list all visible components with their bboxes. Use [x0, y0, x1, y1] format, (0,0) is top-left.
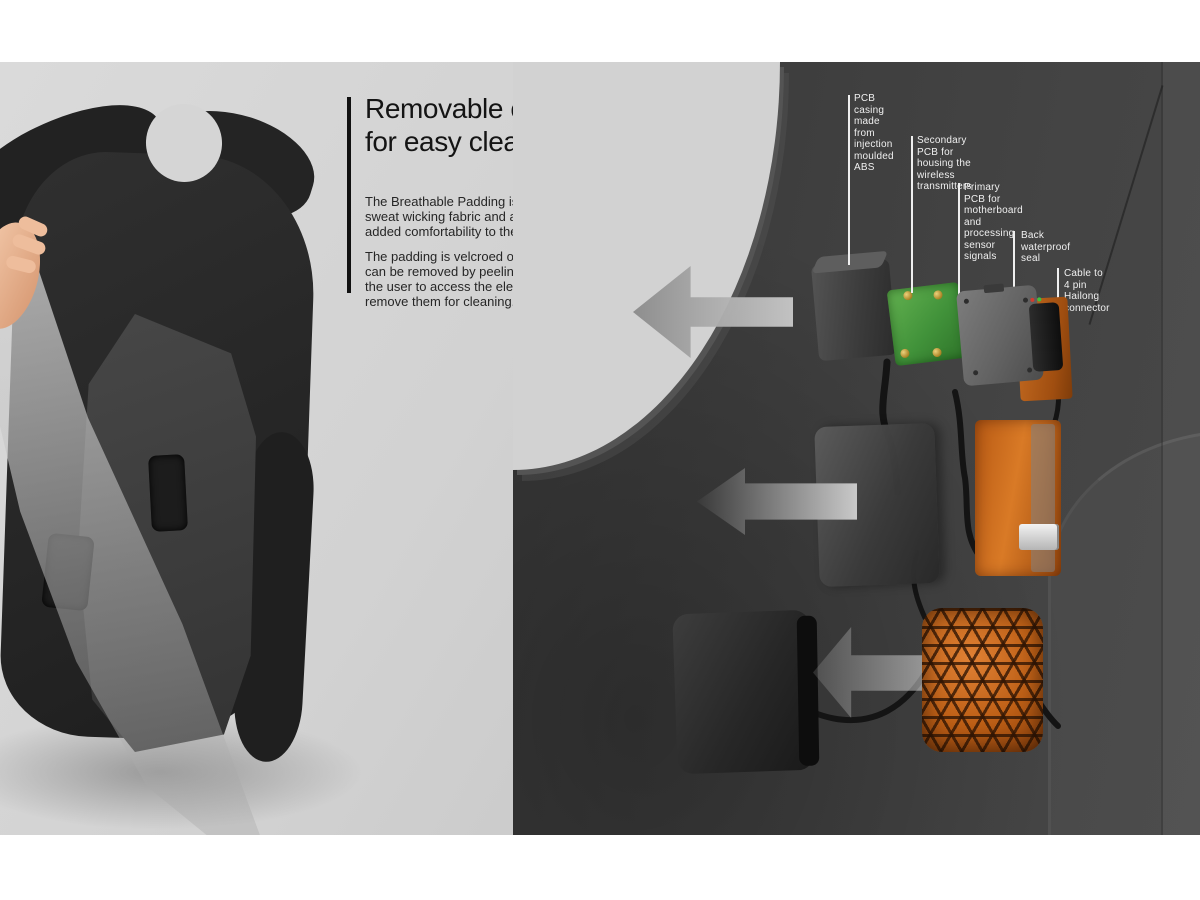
slide-canvas: Removable components for easy cleaning T…	[0, 62, 1200, 835]
screw-hole	[1026, 367, 1033, 373]
screw-hole	[1022, 297, 1029, 303]
screw-hole	[963, 298, 970, 305]
screw-hole	[972, 370, 979, 376]
leader-line	[958, 183, 960, 312]
metal-seal-band	[1019, 524, 1059, 550]
fabric-panel-edge	[1161, 62, 1200, 835]
screw	[933, 289, 944, 300]
impact-lattice-pad	[922, 608, 1043, 752]
leader-line	[848, 95, 850, 265]
waterproof-seal-bracket	[975, 420, 1061, 576]
velcro-patch	[148, 454, 188, 532]
title-rule	[347, 97, 351, 293]
battery-module	[672, 609, 815, 775]
annotation-label: Back waterproof seal	[1021, 230, 1071, 264]
vest-render	[0, 62, 520, 835]
annotation-label: Primary PCB for motherboard and processi…	[964, 182, 1023, 262]
interior-photo: PCB casing made from injection moulded A…	[513, 62, 1200, 835]
leader-line	[1013, 231, 1015, 313]
screw	[899, 348, 910, 359]
hailong-connector	[1028, 297, 1064, 372]
annotation-label: Secondary PCB for housing the wireless t…	[917, 135, 972, 192]
leader-line	[911, 136, 913, 293]
annotation-label: PCB casing made from injection moulded A…	[854, 93, 894, 173]
secondary-pcb	[886, 281, 968, 367]
pcb-casing	[810, 258, 898, 362]
screw	[932, 347, 943, 358]
annotation-label: Cable to 4 pin Hailong connector	[1064, 268, 1110, 314]
